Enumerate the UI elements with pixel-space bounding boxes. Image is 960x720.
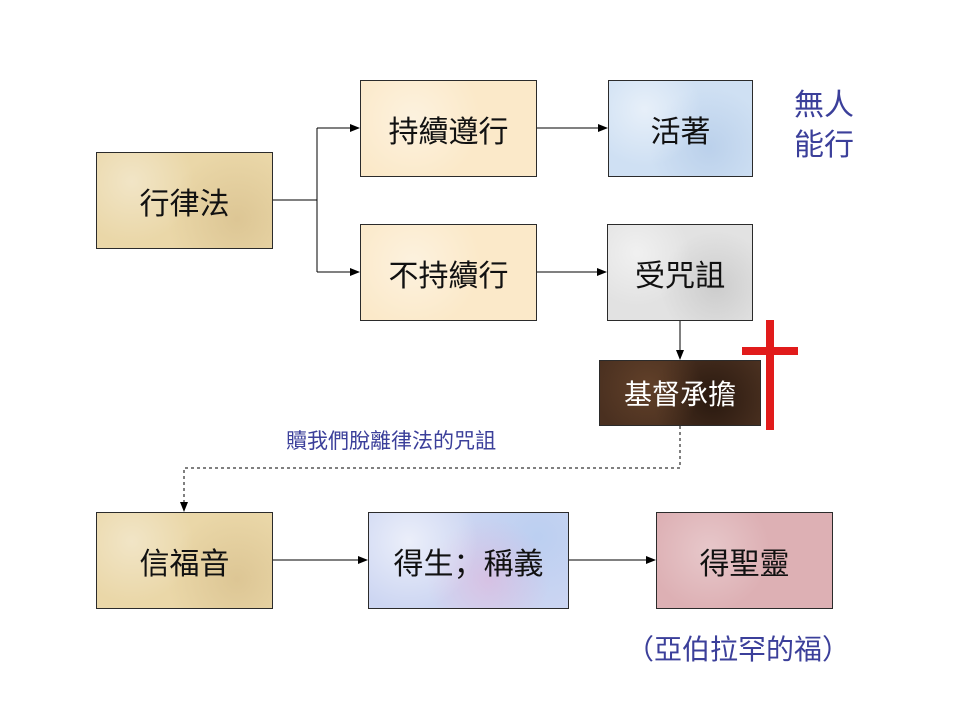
node-live: 活著	[608, 80, 753, 177]
node-curse: 受咒詛	[607, 224, 753, 321]
node-keep: 持續遵行	[360, 80, 537, 177]
node-life: 得生；稱義	[368, 512, 569, 609]
node-christ: 基督承擔	[599, 360, 761, 426]
note-none-can-keep: 無人 能行	[794, 86, 854, 166]
node-gospel: 信福音	[96, 512, 273, 609]
note-none-line1: 無人	[794, 88, 854, 123]
node-law: 行律法	[96, 152, 273, 249]
note-none-line2: 能行	[794, 128, 854, 163]
note-redeem: 贖我們脫離律法的咒詛	[286, 429, 496, 453]
node-spirit: 得聖靈	[656, 512, 833, 609]
node-not-keep: 不持續行	[360, 224, 537, 321]
note-abraham-blessing: （亞伯拉罕的福）	[626, 633, 851, 666]
dashed-christ-to-gospel	[180, 426, 681, 512]
cross-icon	[742, 320, 798, 430]
